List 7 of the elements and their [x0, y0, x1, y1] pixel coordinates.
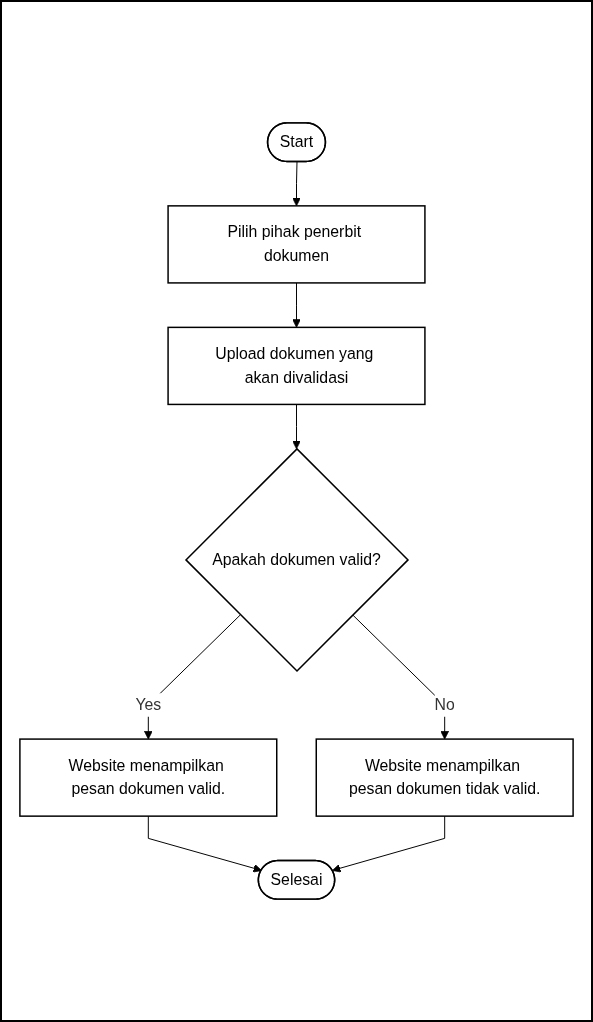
node-box: Upload dokumen yang akan divalidasi: [167, 326, 426, 406]
node-box: Website menampilkan pesan dokumen valid.: [19, 738, 278, 817]
edge-label: No: [434, 696, 455, 713]
node-box: Pilih pihak penerbit dokumen: [167, 205, 426, 284]
node-box: Website menampilkan pesan dokumen tidak valid.: [315, 738, 574, 817]
edge-label: Yes: [135, 696, 162, 713]
node-diamond: Apakah dokumen valid?: [184, 447, 410, 672]
